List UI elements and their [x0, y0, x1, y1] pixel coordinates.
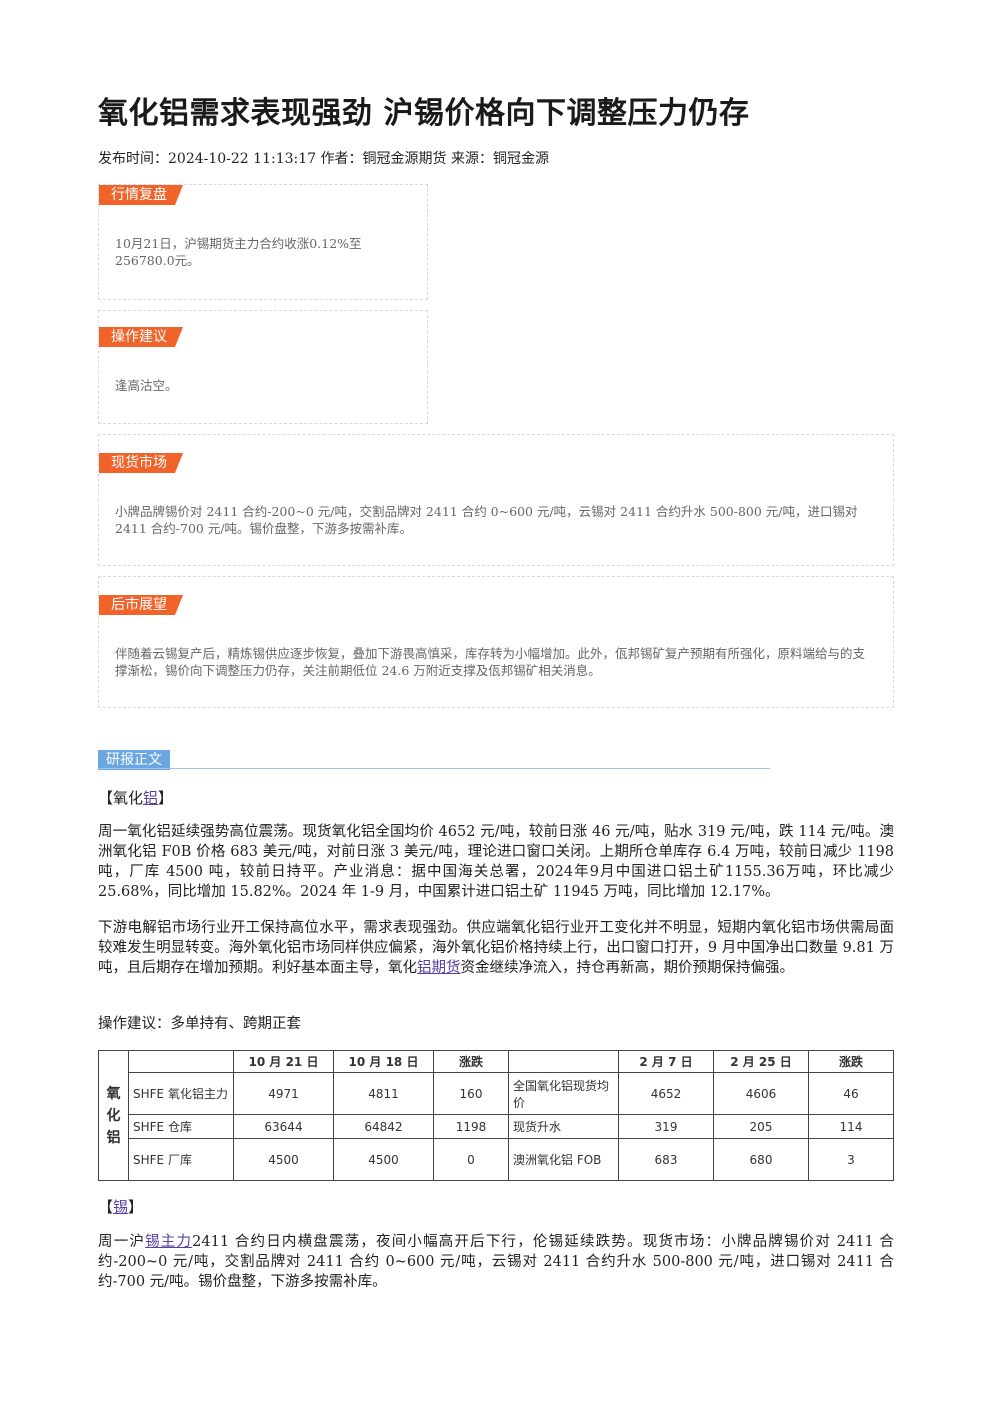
- para2-text-before: 下游电解铝市场行业开工保持高位水平，需求表现强劲。供应端氧化铝行业开工变化并不明…: [98, 920, 894, 976]
- tin-link[interactable]: 锡: [113, 1198, 129, 1216]
- outlook-text: 伴随着云锡复产后，精炼锡供应逐步恢复，叠加下游畏高慎采，库存转为小幅增加。此外，…: [115, 646, 866, 678]
- table-cell: 4500: [333, 1138, 434, 1181]
- table-cell: SHFE 厂库: [128, 1138, 234, 1181]
- market-review-text: 10月21日，沪锡期货主力合约收涨0.12%至256780.0元。: [115, 236, 362, 268]
- table-cell: SHFE 氧化铝主力: [128, 1072, 234, 1115]
- table-row: SHFE 氧化铝主力 4971 4811 160 全国氧化铝现货均价 4652 …: [99, 1072, 894, 1115]
- spot-market-tag: 现货市场: [99, 453, 183, 473]
- alumina-futures-link[interactable]: 铝期货: [417, 960, 461, 976]
- table-cell: 0: [433, 1138, 509, 1181]
- article-meta: 发布时间：2024-10-22 11:13:17 作者：铜冠金源期货 来源：铜冠…: [98, 151, 549, 167]
- report-tag: 研报正文: [98, 750, 170, 770]
- spot-market-text: 小牌品牌锡价对 2411 合约-200~0 元/吨，交割品牌对 2411 合约 …: [115, 504, 858, 536]
- table-cell: 4811: [333, 1072, 434, 1115]
- para2-text-after: 资金继续净流入，持仓再新高，期价预期保持偏强。: [460, 960, 795, 976]
- market-review-box: 行情复盘 10月21日，沪锡期货主力合约收涨0.12%至256780.0元。: [98, 184, 428, 300]
- tin-paragraph: 周一沪锡主力2411 合约日内横盘震荡，夜间小幅高开后下行，伦锡延续跌势。现货市…: [98, 1232, 894, 1292]
- table-cell: 现货升水: [508, 1114, 619, 1139]
- table-cell: 4652: [618, 1072, 714, 1115]
- report-divider: [98, 768, 770, 769]
- table-header-cell: 10 月 18 日: [333, 1050, 434, 1073]
- alumina-advice: 操作建议：多单持有、跨期正套: [98, 1016, 301, 1032]
- table-row-label: 氧化铝: [98, 1050, 129, 1181]
- table-cell: SHFE 仓库: [128, 1114, 234, 1139]
- outlook-tag: 后市展望: [99, 595, 183, 615]
- table-header-cell: 10 月 21 日: [233, 1050, 334, 1073]
- table-header-row: 氧化铝 10 月 21 日 10 月 18 日 涨跌 2 月 7 日 2 月 2…: [98, 1050, 894, 1181]
- table-cell: 64842: [333, 1114, 434, 1139]
- tin-heading-close: 】: [128, 1198, 144, 1216]
- advice-text: 逢高沽空。: [115, 378, 178, 393]
- table-cell: 4500: [233, 1138, 334, 1181]
- table-cell: 63644: [233, 1114, 334, 1139]
- table-cell: 4971: [233, 1072, 334, 1115]
- para3-text-before: 周一沪: [98, 1234, 146, 1250]
- table-cell: 205: [713, 1114, 809, 1139]
- tin-main-contract-link[interactable]: 锡主力: [145, 1234, 193, 1250]
- table-header-cell: 2 月 25 日: [713, 1050, 809, 1073]
- table-row: SHFE 厂库 4500 4500 0 澳洲氧化铝 FOB 683 680 3: [99, 1138, 894, 1181]
- table-cell: 澳洲氧化铝 FOB: [508, 1138, 619, 1181]
- alumina-link[interactable]: 铝: [143, 789, 159, 807]
- table-cell: 319: [618, 1114, 714, 1139]
- alumina-paragraph-1: 周一氧化铝延续强势高位震荡。现货氧化铝全国均价 4652 元/吨，较前日涨 46…: [98, 824, 894, 900]
- table-cell: 3: [808, 1138, 894, 1181]
- market-review-tag: 行情复盘: [99, 185, 183, 205]
- alumina-heading-open: 【氧化: [98, 789, 144, 807]
- table-cell: 1198: [433, 1114, 509, 1139]
- table-cell: 全国氧化铝现货均价: [508, 1072, 619, 1115]
- table-header-cell: 涨跌: [433, 1050, 509, 1073]
- table-header-cell: [128, 1050, 234, 1073]
- table-header-cell: [508, 1050, 619, 1073]
- article-title: 氧化铝需求表现强劲 沪锡价格向下调整压力仍存: [98, 96, 750, 131]
- alumina-data-table: 氧化铝 10 月 21 日 10 月 18 日 涨跌 2 月 7 日 2 月 2…: [98, 1050, 894, 1181]
- alumina-heading-close: 】: [158, 789, 174, 807]
- table-cell: 4606: [713, 1072, 809, 1115]
- advice-tag: 操作建议: [99, 327, 183, 347]
- tin-section-heading: 【锡】: [98, 1196, 143, 1217]
- table-cell: 46: [808, 1072, 894, 1115]
- table-row: SHFE 仓库 63644 64842 1198 现货升水 319 205 11…: [99, 1114, 894, 1139]
- table-cell: 160: [433, 1072, 509, 1115]
- para3-text-after: 2411 合约日内横盘震荡，夜间小幅高开后下行，伦锡延续跌势。现货市场：小牌品牌…: [98, 1234, 895, 1290]
- advice-box: 操作建议 逢高沽空。: [98, 310, 428, 424]
- outlook-box: 后市展望 伴随着云锡复产后，精炼锡供应逐步恢复，叠加下游畏高慎采，库存转为小幅增…: [98, 576, 894, 708]
- alumina-paragraph-2: 下游电解铝市场行业开工保持高位水平，需求表现强劲。供应端氧化铝行业开工变化并不明…: [98, 918, 894, 978]
- table-cell: 114: [808, 1114, 894, 1139]
- table-cell: 680: [713, 1138, 809, 1181]
- alumina-section-heading: 【氧化铝】: [98, 787, 173, 808]
- spot-market-box: 现货市场 小牌品牌锡价对 2411 合约-200~0 元/吨，交割品牌对 241…: [98, 434, 894, 566]
- table-header-cell: 涨跌: [808, 1050, 894, 1073]
- tin-heading-open: 【: [98, 1198, 114, 1216]
- table-header-cell: 2 月 7 日: [618, 1050, 714, 1073]
- table-cell: 683: [618, 1138, 714, 1181]
